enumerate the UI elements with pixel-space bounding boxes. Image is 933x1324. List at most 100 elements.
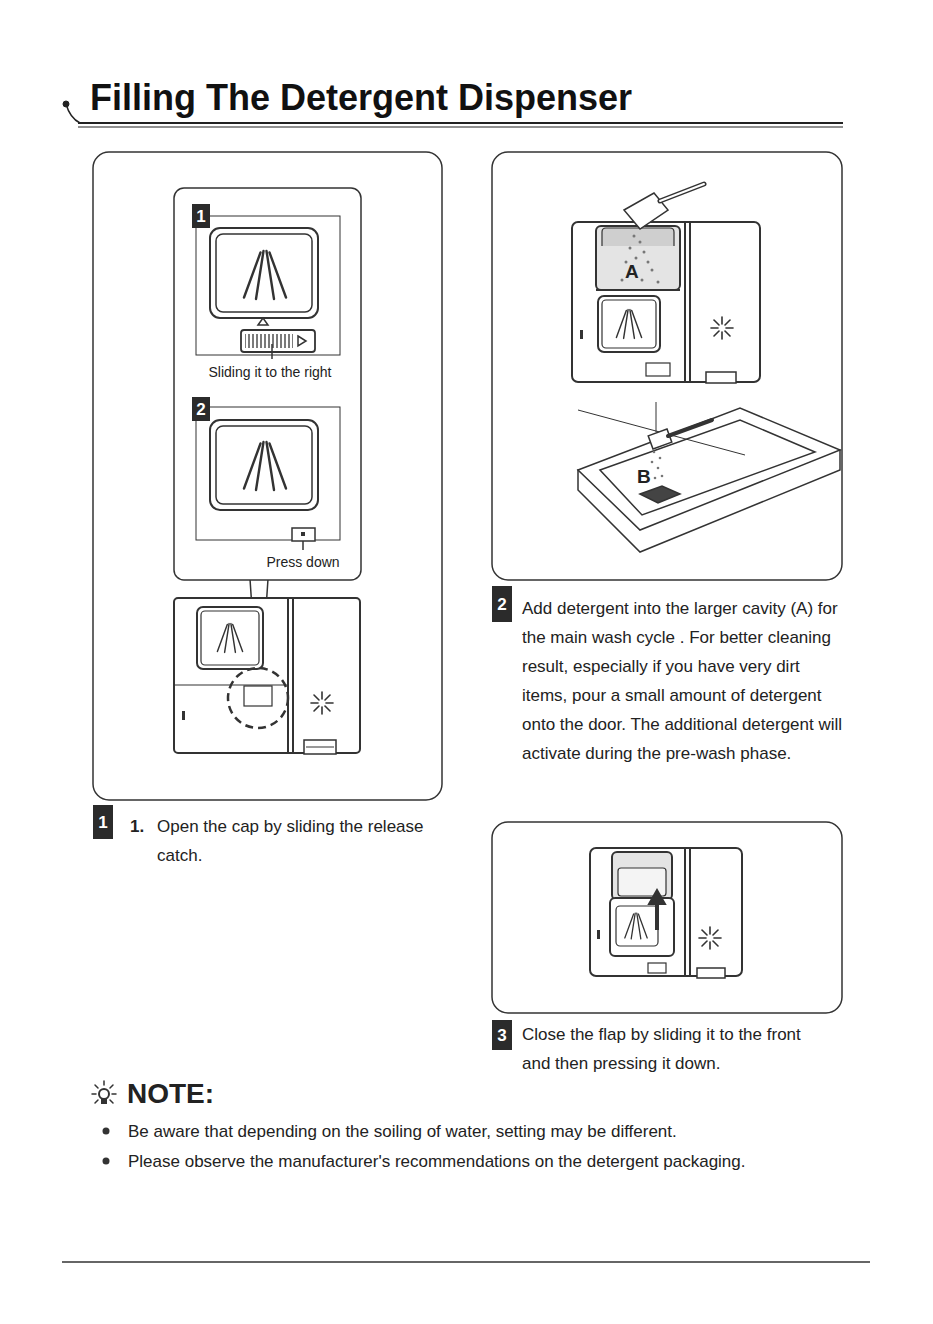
step-panel: 3Close the flap by sliding it to the fro… [488, 820, 848, 1082]
dispenser-open-part [660, 184, 704, 201]
dispenser-open-part-part [647, 261, 650, 264]
detail-badge: 1 [192, 204, 210, 228]
door-illustration-part [578, 408, 840, 530]
note-symbols-part [103, 1128, 110, 1135]
dispenser-closed-part [292, 598, 294, 753]
door-illustration-part [578, 410, 745, 455]
part-letter: B [637, 466, 651, 488]
detail-frame: 1Sliding it to the right [178, 200, 366, 385]
dispenser-closing-part [610, 898, 674, 956]
door-illustration-part [656, 402, 657, 432]
detail-frame: 2Press down [178, 395, 362, 575]
dispenser-closing-part [590, 848, 742, 976]
dispenser-open-part [596, 226, 680, 290]
dispenser-open-part [621, 235, 660, 284]
dispenser-closed [174, 598, 360, 754]
dispenser-closed-part [304, 740, 336, 754]
note-symbols-part-part [95, 1085, 98, 1088]
note-symbols-part-part [110, 1100, 113, 1103]
inset-callout-part [302, 541, 304, 550]
note-symbols-part-part [92, 1093, 96, 1095]
dispenser-closed-part [311, 692, 333, 714]
dispenser-closed-part [287, 598, 289, 753]
dispenser-open-part [706, 372, 736, 383]
dispenser-open-part-part [621, 279, 624, 282]
door-illustration-part [648, 429, 672, 449]
panel-frames-part [492, 822, 842, 1013]
dispenser-closing-part [684, 848, 686, 976]
step-badge: 3 [492, 1020, 512, 1050]
dispenser-closing-part [597, 930, 600, 939]
inset-callout-part [196, 216, 340, 355]
step-panel: 2 Add detergent into the larger cavity (A… [488, 150, 851, 810]
dispenser-open-part [602, 228, 674, 246]
inset-callout-part [258, 318, 268, 325]
note-symbols-part-part [110, 1085, 113, 1088]
detail-label: Press down [253, 553, 353, 571]
inset-callout-part [216, 426, 312, 504]
dispenser-open-part [572, 222, 760, 382]
door-illustration-part [600, 420, 815, 515]
step-number: 1. [130, 812, 144, 841]
dispenser-closed-part [201, 611, 259, 665]
dispenser-open-part-part [635, 257, 638, 260]
inset-callout [174, 188, 361, 668]
inset-callout-part [174, 188, 361, 580]
door-illustration-part-part [654, 477, 657, 480]
inset-callout-part [245, 334, 293, 348]
title-rule-part [66, 104, 80, 123]
dispenser-open-part [602, 300, 656, 348]
step-badge: 2 [492, 586, 512, 622]
door-illustration-part-part [651, 461, 654, 464]
dispenser-open-part [660, 184, 704, 201]
dispenser-closing-part [648, 963, 666, 973]
title-rule-part [78, 127, 843, 128]
dispenser-open-part [598, 296, 660, 352]
dispenser-open [572, 184, 760, 383]
step-text: Add detergent into the larger cavity (A)… [522, 594, 847, 768]
note-symbols-part [92, 1081, 116, 1103]
dispenser-closed-part [197, 607, 263, 669]
door-illustration-part-part [661, 475, 664, 478]
dispenser-closing-part [616, 906, 658, 946]
dispenser-closed-part [306, 747, 334, 748]
dispenser-closing-part [612, 852, 672, 900]
inset-callout-part [244, 442, 286, 490]
dispenser-open-part-part [629, 247, 632, 250]
dispenser-open-part-part [657, 281, 660, 284]
footer-rule-part [62, 1261, 870, 1263]
door-illustration-part-part [659, 457, 662, 460]
dispenser-closing-part [699, 927, 721, 949]
panel-frames-part [492, 152, 842, 580]
note-symbols-part-part [103, 1081, 105, 1085]
inset-callout-part [210, 228, 318, 318]
door-illustration-part-part [653, 451, 656, 454]
dispenser-closed-part [217, 624, 242, 653]
detail-badge: 2 [192, 397, 210, 421]
part-letter: A [625, 261, 639, 283]
dispenser-open-part-part [641, 279, 644, 282]
inset-callout-part [298, 336, 306, 346]
dispenser-closed-part [174, 598, 360, 753]
dispenser-closing-part [625, 913, 647, 939]
door-illustration-part-part [657, 467, 660, 470]
detail-label: Sliding it to the right [178, 363, 362, 381]
note-item: Please observe the manufacturer's recomm… [128, 1147, 908, 1176]
dispenser-open-part-part [633, 235, 636, 238]
dispenser-closing-part [649, 890, 665, 904]
dispenser-open-part-part [651, 269, 654, 272]
title-rule-part [78, 122, 843, 124]
dispenser-closed-part [228, 668, 288, 728]
inset-callout-part [244, 251, 286, 299]
note-symbols-part-part [95, 1100, 98, 1103]
dispenser-closing-part [655, 902, 659, 930]
panel-frames [93, 152, 842, 1013]
panel-frames-part [93, 152, 442, 800]
footer-rule [62, 1262, 870, 1263]
note-heading: NOTE: [127, 1078, 214, 1110]
inset-callout-part [271, 344, 273, 359]
dispenser-closing-part [689, 848, 691, 976]
door-illustration-part [651, 451, 664, 480]
dispenser-open-part [689, 222, 691, 382]
note-symbols-part [103, 1158, 110, 1165]
